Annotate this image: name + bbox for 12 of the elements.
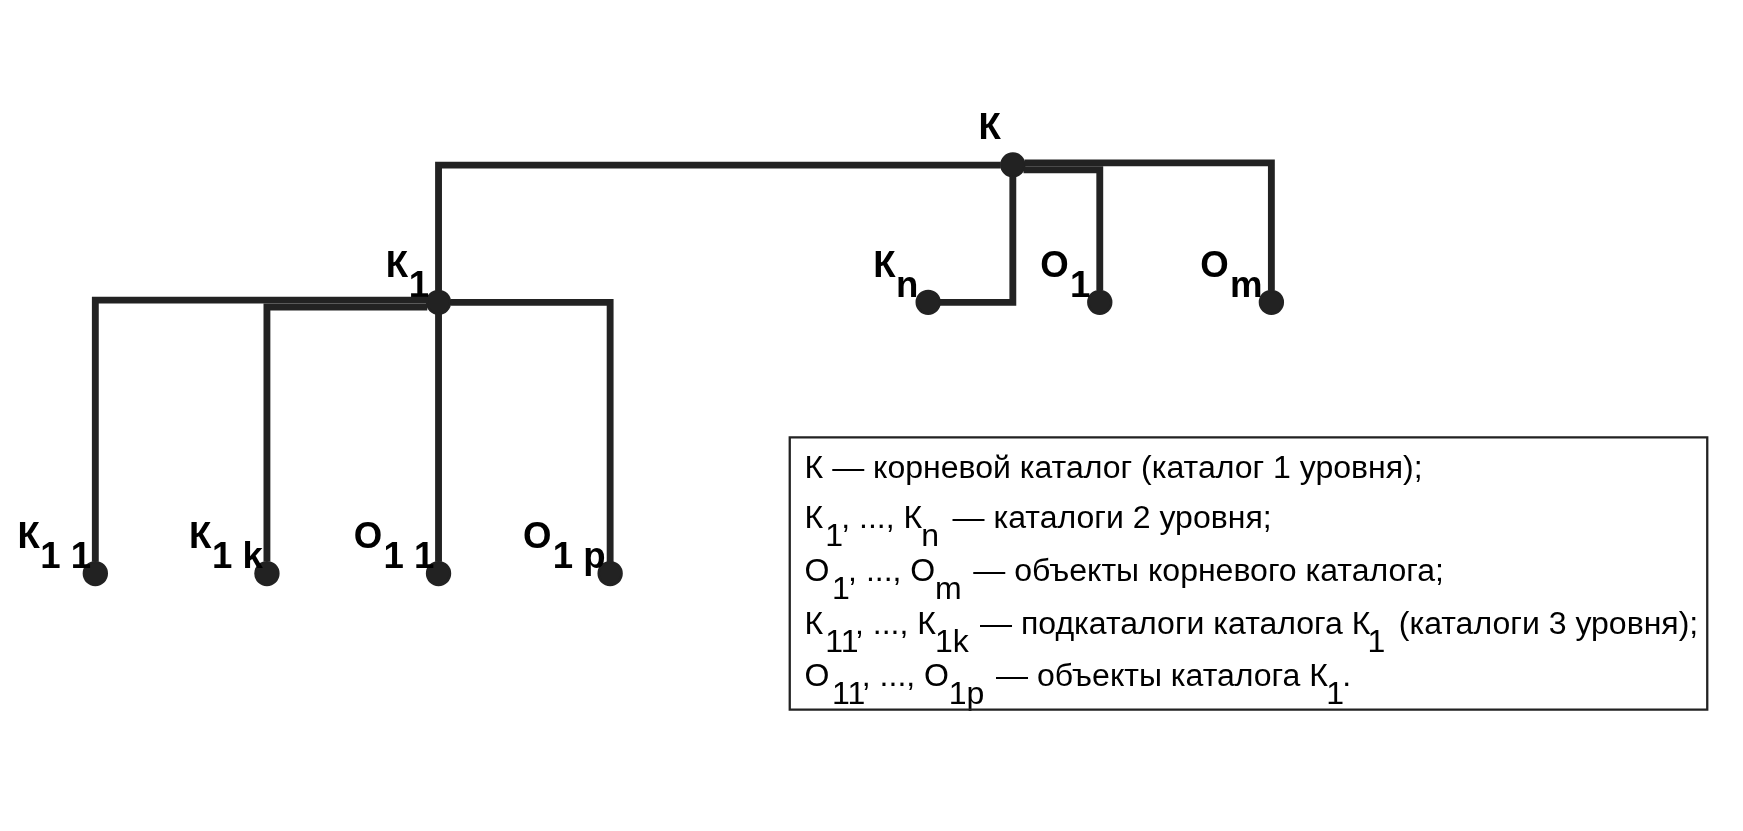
connector — [91, 296, 428, 562]
connector — [1023, 166, 1104, 291]
node-circle — [1000, 152, 1026, 178]
connector — [939, 176, 1017, 306]
node-label: К — [978, 106, 1001, 148]
connector — [435, 314, 442, 562]
connector — [1024, 159, 1275, 291]
connector — [450, 299, 614, 562]
connector — [435, 161, 1001, 291]
label: К — корневой каталог (каталог 1 уровня); — [804, 448, 1423, 485]
node-circle — [915, 289, 941, 315]
connector — [263, 303, 428, 562]
